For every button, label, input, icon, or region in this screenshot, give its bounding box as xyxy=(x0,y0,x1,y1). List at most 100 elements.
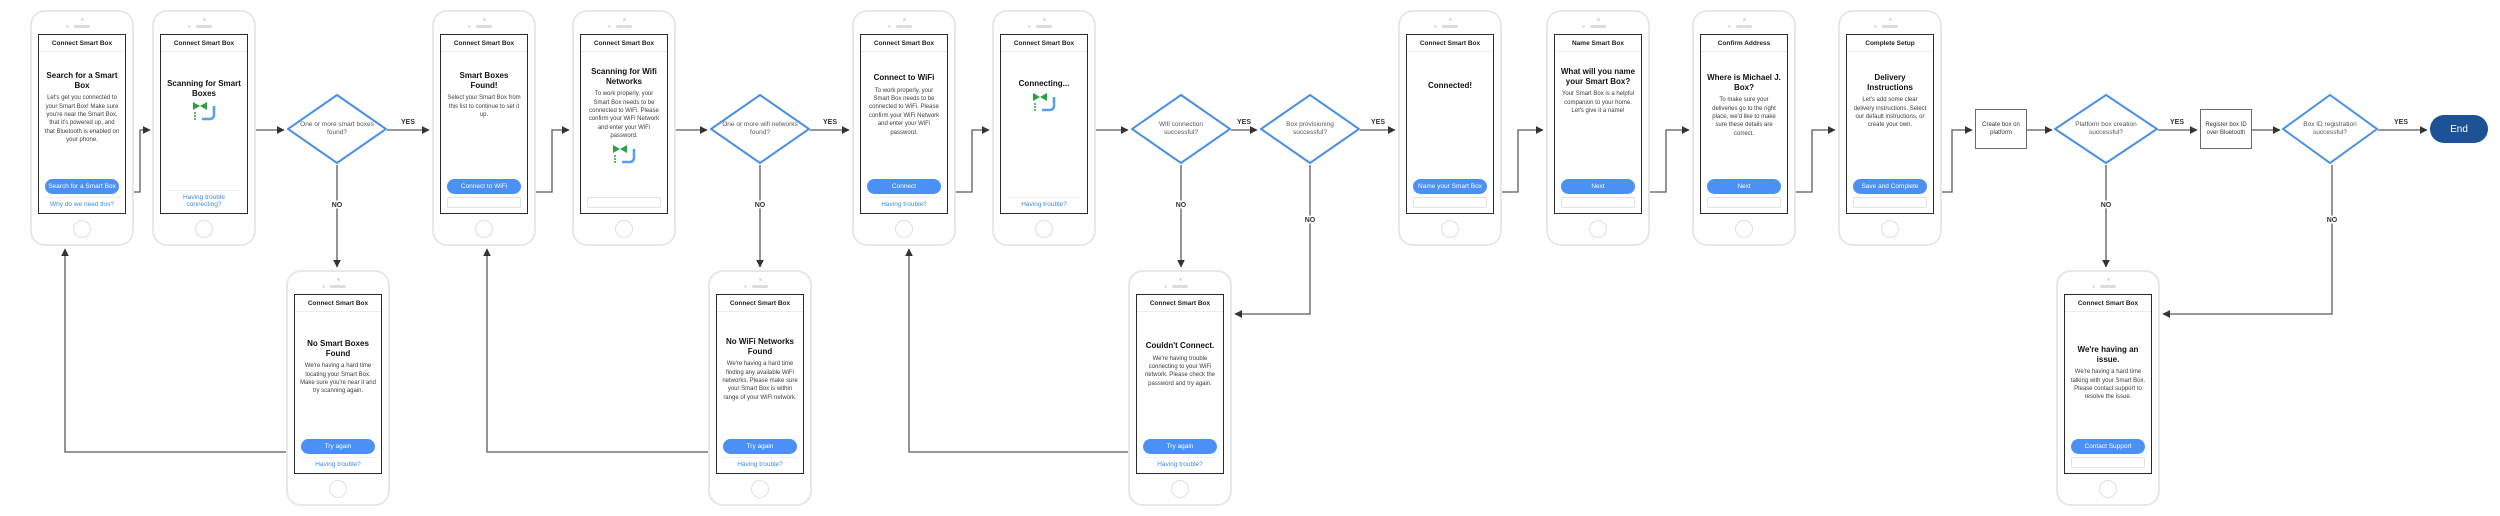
screen-title: Scanning for Smart Boxes xyxy=(167,79,241,98)
link-button[interactable]: Having trouble? xyxy=(300,457,376,470)
camera-dot-icon xyxy=(1742,18,1746,21)
screen-header-title: Connect Smart Box xyxy=(295,295,381,312)
edge-label: NO xyxy=(2101,202,2112,209)
primary-button[interactable]: Connect to WiFi xyxy=(447,179,521,194)
screen-content: Scanning for Smart Boxes Having troubl xyxy=(161,52,247,213)
edge-label: NO xyxy=(1176,202,1187,209)
home-button[interactable] xyxy=(615,220,633,238)
sensor-dot-icon xyxy=(188,25,191,28)
primary-button[interactable]: Save and Complete xyxy=(1853,179,1927,194)
home-button[interactable] xyxy=(1171,480,1189,498)
spacer xyxy=(584,165,664,197)
primary-button[interactable]: Try again xyxy=(723,439,797,454)
screen-header-title: Connect Smart Box xyxy=(161,35,247,52)
decision-d-wifi-ok: Wifi connection successful? xyxy=(1131,94,1231,164)
phone-mockup-scanning-wifi: Connect Smart Box Scanning for Wifi Netw… xyxy=(572,10,676,246)
spacer xyxy=(1850,130,1930,177)
home-button[interactable] xyxy=(2099,480,2117,498)
text-input[interactable] xyxy=(1707,197,1781,208)
home-button[interactable] xyxy=(1589,220,1607,238)
edge-label: YES xyxy=(2394,119,2408,126)
link-button[interactable]: Having trouble? xyxy=(722,457,798,470)
screen-body-text: To make sure your deliveries go to the r… xyxy=(1712,97,1776,137)
process-register-boxid: Register box ID over Bluetooth xyxy=(2200,109,2252,149)
spacer xyxy=(444,119,524,177)
primary-button[interactable]: Try again xyxy=(301,439,375,454)
text-input[interactable] xyxy=(1853,197,1927,208)
decision-d-boxes-found: One or more smart boxes found? xyxy=(287,94,387,164)
edge-label: YES xyxy=(823,119,837,126)
screen-title: Delivery Instructions xyxy=(1867,73,1913,92)
camera-dot-icon xyxy=(1042,18,1046,21)
text-input[interactable] xyxy=(587,197,661,208)
home-button[interactable] xyxy=(895,220,913,238)
primary-button[interactable]: Search for a Smart Box xyxy=(45,179,119,194)
home-button[interactable] xyxy=(1735,220,1753,238)
edge-label: NO xyxy=(332,202,343,209)
sensor-dot-icon xyxy=(888,25,891,28)
decision-d-provision-ok: Box provisioning successful? xyxy=(1260,94,1360,164)
text-input[interactable] xyxy=(1413,197,1487,208)
phone-mockup-connecting: Connect Smart Box Connecting... xyxy=(992,10,1096,246)
screen-title: Connecting... xyxy=(1018,79,1070,88)
flow-edge xyxy=(526,126,570,193)
text-input[interactable] xyxy=(1561,197,1635,208)
speaker-icon xyxy=(1172,285,1188,288)
screen-title: Where is Michael J. Box? xyxy=(1707,73,1781,92)
screen-header-title: Confirm Address xyxy=(1701,35,1787,52)
link-button[interactable]: Having trouble connecting? xyxy=(166,190,242,210)
home-button[interactable] xyxy=(195,220,213,238)
sensor-dot-icon xyxy=(322,285,325,288)
phone-screen: Connect Smart Box Connect to WiFi To wor… xyxy=(860,34,948,214)
link-button[interactable]: Having trouble? xyxy=(1006,197,1082,210)
primary-button[interactable]: Connect xyxy=(867,179,941,194)
flow-edge xyxy=(1234,165,1311,318)
link-button[interactable]: Having trouble? xyxy=(1142,457,1218,470)
screen-header-title: Connect Smart Box xyxy=(1001,35,1087,52)
camera-dot-icon xyxy=(1596,18,1600,21)
phone-screen: Connect Smart Box No WiFi Networks Found… xyxy=(716,294,804,474)
home-button[interactable] xyxy=(751,480,769,498)
primary-button[interactable]: Name your Smart Box xyxy=(1413,179,1487,194)
home-button[interactable] xyxy=(329,480,347,498)
screen-title: Couldn't Connect. xyxy=(1145,341,1215,350)
edge-label: NO xyxy=(1305,217,1316,224)
phone-mockup-connected: Connect Smart Box Connected! Name your S… xyxy=(1398,10,1502,246)
decision-d-wifi-found: One or more wifi networks found? xyxy=(710,94,810,164)
sensor-dot-icon xyxy=(1582,25,1585,28)
home-button[interactable] xyxy=(1881,220,1899,238)
link-button[interactable]: Having trouble? xyxy=(866,197,942,210)
speaker-icon xyxy=(476,25,492,28)
edge-label: NO xyxy=(2327,217,2338,224)
camera-dot-icon xyxy=(758,278,762,281)
text-input[interactable] xyxy=(2071,457,2145,468)
spacer xyxy=(164,122,244,190)
flow-edge xyxy=(905,248,1128,453)
sensor-dot-icon xyxy=(1874,25,1877,28)
phone-screen: Confirm Address Where is Michael J. Box?… xyxy=(1700,34,1788,214)
link-button[interactable]: Why do we need this? xyxy=(44,197,120,210)
edge-label: YES xyxy=(2170,119,2184,126)
primary-button[interactable]: Next xyxy=(1707,179,1781,194)
spacer xyxy=(720,402,800,437)
spacer xyxy=(1140,388,1220,437)
screen-title: Connect to WiFi xyxy=(873,73,935,82)
home-button[interactable] xyxy=(1035,220,1053,238)
primary-button[interactable]: Next xyxy=(1561,179,1635,194)
screen-body-text: Let's get you connected to your Smart Bo… xyxy=(44,95,120,144)
primary-button[interactable]: Try again xyxy=(1143,439,1217,454)
speaker-icon xyxy=(896,25,912,28)
phone-mockup-couldnt-connect: Connect Smart Box Couldn't Connect. We'r… xyxy=(1128,270,1232,506)
text-input[interactable] xyxy=(447,197,521,208)
phone-mockup-having-issue: Connect Smart Box We're having an issue.… xyxy=(2056,270,2160,506)
camera-dot-icon xyxy=(1178,278,1182,281)
phone-mockup-no-boxes: Connect Smart Box No Smart Boxes Found W… xyxy=(286,270,390,506)
screen-header-title: Connect Smart Box xyxy=(1137,295,1223,312)
home-button[interactable] xyxy=(73,220,91,238)
flow-edge xyxy=(1492,126,1544,193)
primary-button[interactable]: Contact Support xyxy=(2071,439,2145,454)
home-button[interactable] xyxy=(1441,220,1459,238)
home-button[interactable] xyxy=(475,220,493,238)
spacer xyxy=(298,396,378,437)
